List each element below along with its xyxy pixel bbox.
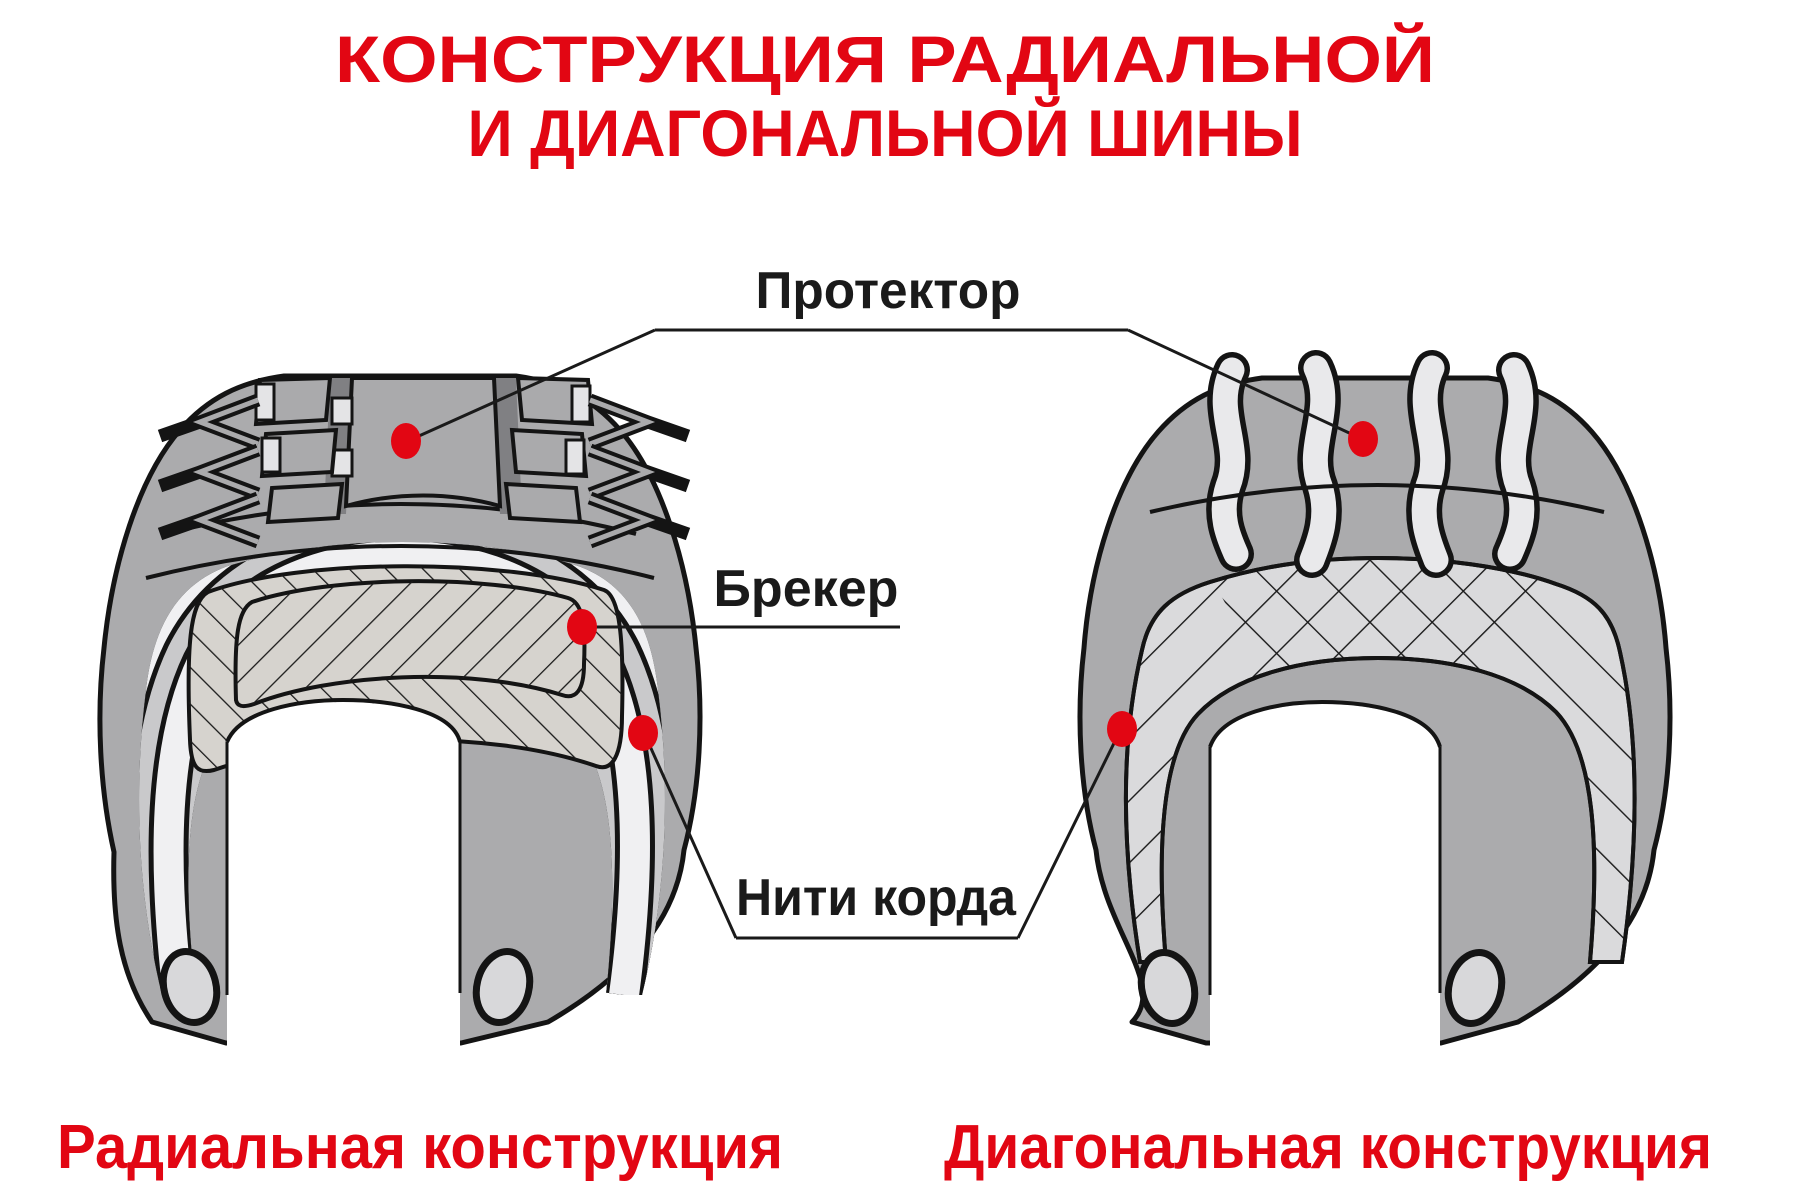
diagonal-inner-cavity	[1210, 704, 1440, 1050]
diagonal-tread-grooves	[1206, 350, 1540, 578]
breaker-label: Брекер	[714, 560, 899, 618]
leader-line-tread	[409, 328, 1361, 442]
radial-bead-wire-right	[472, 948, 534, 1026]
radial-tire-illustration	[97, 373, 703, 1050]
radial-shoulder-chevrons-right	[587, 393, 691, 549]
diagonal-tread-base-line	[1149, 483, 1605, 514]
marker-dot-tread-radial	[391, 423, 421, 459]
marker-dot-breaker-radial	[567, 609, 597, 645]
annotations: Протектор Брекер Нити корда	[391, 262, 1378, 940]
marker-dot-cords-diagonal	[1107, 711, 1137, 747]
cords-label: Нити корда	[736, 869, 1017, 927]
diagonal-section-cut-lines	[1208, 747, 1442, 995]
diagram-title-line1: КОНСТРУКЦИЯ РАДИАЛЬНОЙ	[335, 21, 1435, 96]
radial-cord-plies	[139, 542, 665, 995]
radial-bead-wire-left	[159, 948, 221, 1026]
radial-shoulder-line	[145, 544, 655, 580]
diagram-title-line2: И ДИАГОНАЛЬНОЙ ШИНЫ	[468, 95, 1303, 170]
radial-tread-pattern	[157, 375, 691, 549]
radial-shoulder-chevrons-left	[157, 393, 261, 549]
marker-dot-tread-diagonal	[1348, 421, 1378, 457]
leader-line-cords	[643, 730, 1122, 940]
radial-section-cut-lines	[225, 742, 462, 995]
diagonal-tire-illustration	[1077, 350, 1673, 1050]
marker-dot-cords-radial	[628, 715, 658, 751]
diagonal-bead-wire-left	[1137, 949, 1199, 1027]
diagonal-bead-wire-right	[1444, 949, 1506, 1027]
radial-caption: Радиальная конструкция	[57, 1113, 783, 1182]
diagonal-inner-arch-line	[1208, 699, 1442, 748]
radial-inner-arch-line	[225, 697, 462, 743]
radial-inner-cavity	[227, 702, 460, 1050]
diagonal-caption: Диагональная конструкция	[944, 1113, 1712, 1182]
tread-label: Протектор	[756, 262, 1021, 320]
